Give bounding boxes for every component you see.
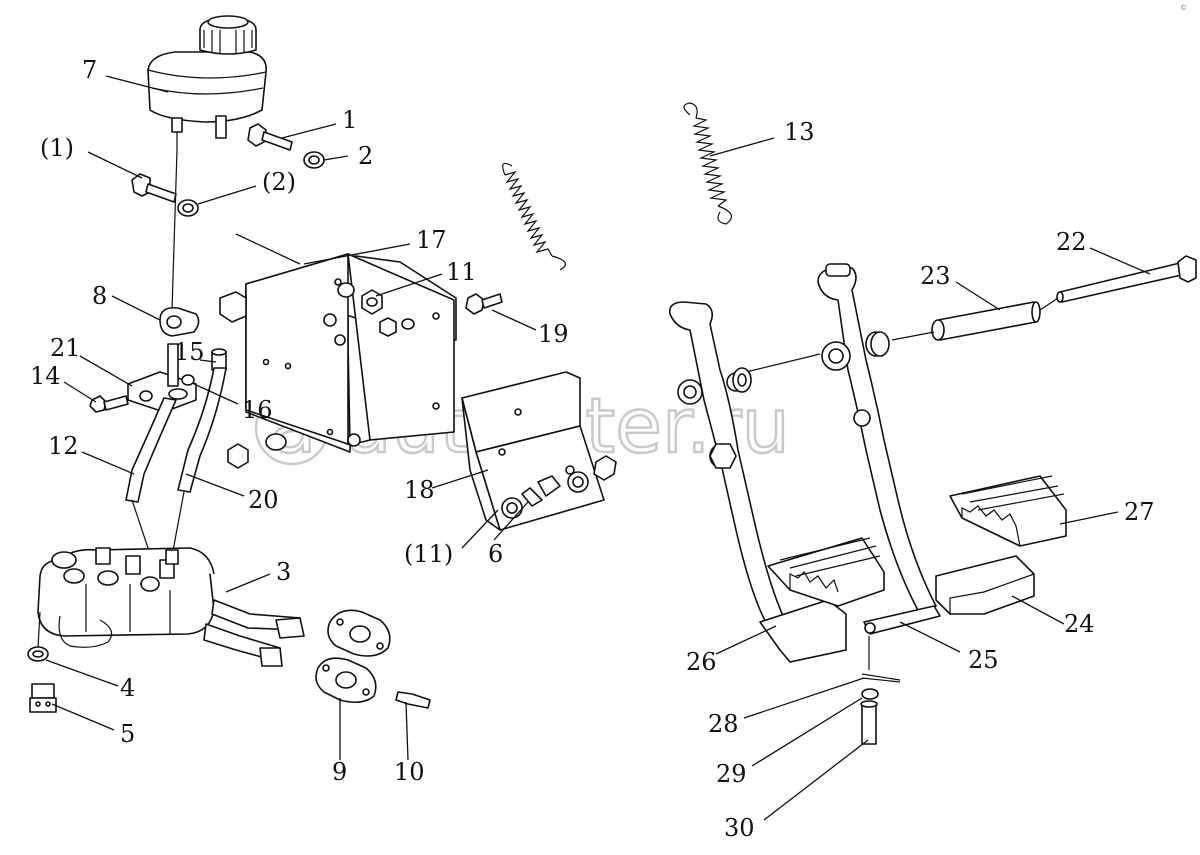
sleeve-23 (931, 301, 1041, 341)
callout-11: 11 (446, 258, 477, 286)
callout-22: 22 (1056, 228, 1087, 256)
callout-25: 25 (968, 646, 999, 674)
callout-5: 5 (120, 720, 135, 748)
switch-5 (29, 683, 57, 713)
callout-24: 24 (1064, 610, 1095, 638)
callout-13: 13 (784, 118, 815, 146)
callout-19: 19 (538, 320, 569, 348)
callout-labels: 1 2 (1) (2) 7 17 11 19 13 22 23 8 21 15 … (30, 56, 1155, 842)
washer-4 (27, 646, 49, 662)
hose-20 (177, 367, 227, 493)
spring-left (502, 162, 567, 271)
pedal-pad-26 (759, 537, 885, 663)
callout-18: 18 (404, 476, 435, 504)
callout-9: 9 (332, 758, 347, 786)
mounting-bracket-17 (219, 253, 457, 453)
callout-28: 28 (708, 710, 739, 738)
callout-6: 6 (488, 540, 503, 568)
callout-29: 29 (716, 760, 747, 788)
bushing-right (870, 331, 890, 357)
callout-23: 23 (920, 262, 951, 290)
pin-10 (395, 691, 431, 709)
callout-7: 7 (82, 56, 97, 84)
shaft-22 (1056, 255, 1197, 303)
gasket-9 (315, 657, 377, 704)
bolt-14 (89, 395, 129, 413)
callout-14: 14 (30, 362, 61, 390)
clamp-8 (159, 306, 200, 337)
callout-30: 30 (724, 814, 755, 842)
callout-1: 1 (342, 106, 357, 134)
callout-11-paren: (11) (404, 540, 453, 568)
callout-2: 2 (358, 142, 373, 170)
bushing-left (732, 367, 752, 393)
pedal-pad-24 (935, 555, 1035, 615)
fluid-reservoir (147, 15, 267, 150)
bolt-19 (465, 293, 503, 315)
cotter-pin-28 (861, 673, 901, 683)
callout-8: 8 (92, 282, 107, 310)
callout-27: 27 (1124, 498, 1155, 526)
callout-26: 26 (686, 648, 717, 676)
callout-10: 10 (394, 758, 425, 786)
callout-21: 21 (50, 334, 81, 362)
hose-12 (125, 397, 177, 503)
callout-15: 15 (174, 338, 205, 366)
callout-20: 20 (248, 486, 279, 514)
bracket-21 (127, 343, 197, 413)
mounting-plate-18 (461, 371, 617, 531)
pedal-lever-left (668, 301, 821, 631)
fitting-15 (211, 348, 227, 371)
callout-4: 4 (120, 674, 135, 702)
pin-30 (860, 700, 878, 745)
washer-29 (861, 688, 879, 700)
leader-lines (45, 75, 1151, 821)
pad-cover-27 (949, 475, 1067, 547)
bolt-1-paren (131, 173, 177, 203)
callout-17: 17 (416, 226, 447, 254)
gasket-top (327, 609, 391, 657)
callout-12: 12 (48, 432, 79, 460)
link-25 (863, 605, 941, 635)
master-cylinder-3 (37, 547, 305, 667)
callout-1-paren: (1) (40, 134, 74, 162)
callout-3: 3 (276, 558, 291, 586)
corner-mark: © (1180, 4, 1187, 12)
callout-16: 16 (242, 396, 273, 424)
washer-16 (181, 374, 195, 386)
bolt-1 (247, 123, 293, 151)
spring-13 (683, 102, 733, 225)
washer-2 (303, 151, 325, 169)
callout-2-paren: (2) (262, 168, 296, 196)
washer-2-paren (177, 199, 199, 217)
